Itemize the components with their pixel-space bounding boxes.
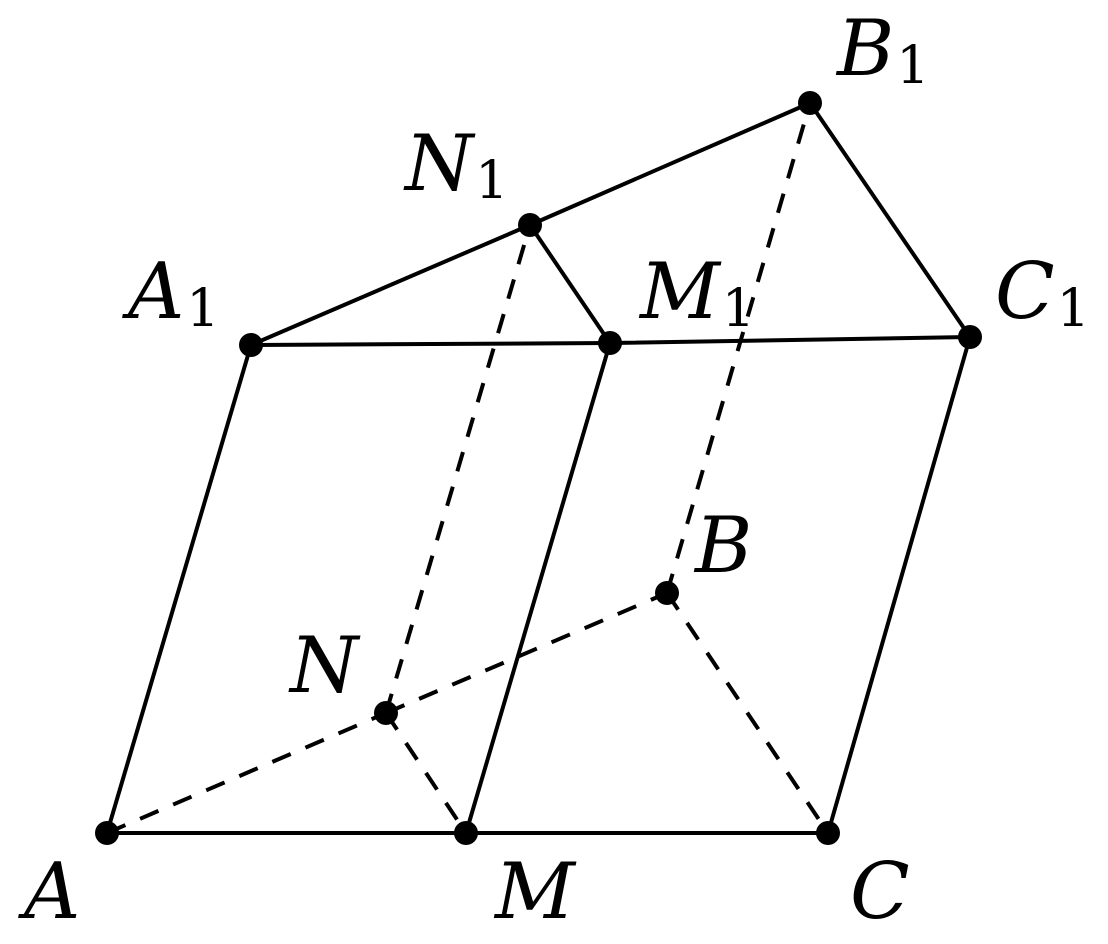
hidden-edge-a-n — [106, 711, 387, 835]
label-letter: M — [493, 847, 577, 937]
hidden-edge-n-n1 — [384, 224, 532, 714]
label-subscript: 1 — [896, 36, 929, 96]
label-subscript: 1 — [475, 151, 508, 211]
label-subscript: 1 — [722, 279, 755, 339]
label-letter: B — [835, 4, 894, 94]
hidden-edge-b-b1 — [665, 102, 812, 594]
label-a: A — [18, 847, 80, 937]
edge-n1-b1 — [528, 101, 812, 227]
label-b1: B1 — [835, 4, 929, 96]
vertex-a1 — [239, 333, 263, 357]
label-letter: C — [850, 847, 910, 937]
vertex-n — [374, 701, 398, 725]
edge-b1-c1 — [808, 101, 972, 339]
vertex-a — [95, 821, 119, 845]
vertex-m — [454, 821, 478, 845]
label-m1: M1 — [638, 247, 755, 339]
label-b: B — [693, 501, 752, 591]
edge-a1-m1 — [249, 341, 612, 347]
hidden-edge-b-c — [665, 591, 830, 835]
label-c: C — [850, 847, 910, 937]
label-letter: N — [288, 621, 361, 711]
vertex-c1 — [958, 325, 982, 349]
label-subscript: 1 — [186, 279, 219, 339]
hidden-edge-n-b — [385, 591, 668, 715]
edge-a-a1 — [105, 343, 253, 835]
label-letter: N — [403, 119, 476, 209]
label-letter: M — [638, 247, 722, 337]
hidden-edges — [106, 102, 830, 835]
label-m: M — [493, 847, 577, 937]
edge-n1-m1 — [528, 223, 612, 345]
vertex-c — [816, 821, 840, 845]
label-subscript: 1 — [1057, 279, 1090, 339]
vertices — [95, 91, 982, 845]
vertex-b — [655, 581, 679, 605]
label-letter: B — [693, 501, 752, 591]
hidden-edge-n-m — [384, 711, 468, 835]
label-letter: A — [18, 847, 80, 937]
edge-c-c1 — [826, 335, 972, 835]
vertex-b1 — [798, 91, 822, 115]
vertex-m1 — [598, 331, 622, 355]
label-letter: C — [995, 247, 1055, 337]
label-a1: A1 — [122, 247, 219, 339]
edge-m1-c1 — [608, 335, 972, 345]
label-c1: C1 — [995, 247, 1090, 339]
visible-edges — [105, 101, 972, 835]
label-n1: N1 — [403, 119, 508, 211]
label-n: N — [288, 621, 361, 711]
vertex-n1 — [518, 213, 542, 237]
label-letter: A — [122, 247, 184, 337]
edge-m-m1 — [464, 341, 612, 835]
edge-a1-n1 — [249, 223, 532, 347]
